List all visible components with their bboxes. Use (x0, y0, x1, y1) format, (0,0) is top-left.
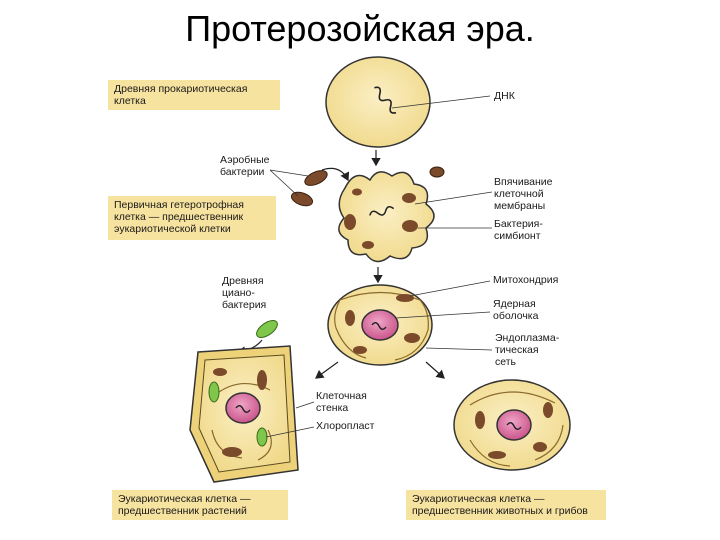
mitochondrion (488, 451, 506, 459)
mitochondrion (533, 442, 547, 452)
mitochondrion (404, 333, 420, 343)
engulf-arrow (321, 167, 350, 182)
caption-plant-precursor: Эукариотическая клетка — предшественник … (112, 490, 288, 520)
caption-prokaryote: Древняя прокариотическая клетка (108, 80, 280, 110)
aerobic-bacterium (290, 191, 314, 207)
label-er: Эндоплазма- тическая сеть (495, 332, 560, 368)
early-eukaryote-cell (327, 284, 433, 366)
animal-precursor-cell (453, 379, 571, 471)
arrow-to-animal (425, 361, 445, 379)
mitochondrion (396, 294, 414, 302)
dna-strand (369, 206, 395, 216)
aerobic-bacterium (429, 166, 445, 178)
mitochondrion (543, 402, 553, 418)
label-chloroplast: Хлоропласт (316, 420, 375, 432)
mitochondrion (345, 310, 355, 326)
caption-heterotroph: Первичная гетеротрофная клетка — предшес… (108, 196, 276, 240)
mitochondrion (222, 447, 242, 457)
label-mitochondrion: Митохондрия (493, 274, 559, 286)
heterotroph-cell (338, 171, 435, 263)
chloroplast (256, 427, 268, 447)
plant-precursor-cell (189, 345, 299, 483)
aerobic-bacterium (304, 170, 328, 186)
arrow-to-plant (315, 361, 339, 379)
cyanobacterium (256, 320, 278, 338)
label-membrane-invagination: Впячивание клеточной мембраны (494, 176, 553, 212)
dna-pointer (391, 95, 491, 109)
label-symbiont: Бактерия- симбионт (494, 218, 543, 242)
dna-strand (374, 86, 397, 114)
mitochondrion (257, 370, 267, 390)
label-dna: ДНК (494, 90, 515, 102)
label-nuclear-envelope: Ядерная оболочка (493, 298, 539, 322)
page-title: Протерозойская эра. (185, 8, 535, 49)
mitochondrion (213, 368, 227, 376)
label-aerobic-bacteria: Аэробные бактерии (220, 154, 270, 178)
mitochondrion (353, 346, 367, 354)
mitochondrion (475, 411, 485, 429)
label-cyanobacteria: Древняя циано- бактерия (222, 275, 267, 311)
chloroplast (208, 381, 220, 403)
prokaryote-cell (325, 56, 431, 148)
caption-animal-precursor: Эукариотическая клетка — предшественник … (406, 490, 606, 520)
label-cell-wall: Клеточная стенка (316, 390, 367, 414)
